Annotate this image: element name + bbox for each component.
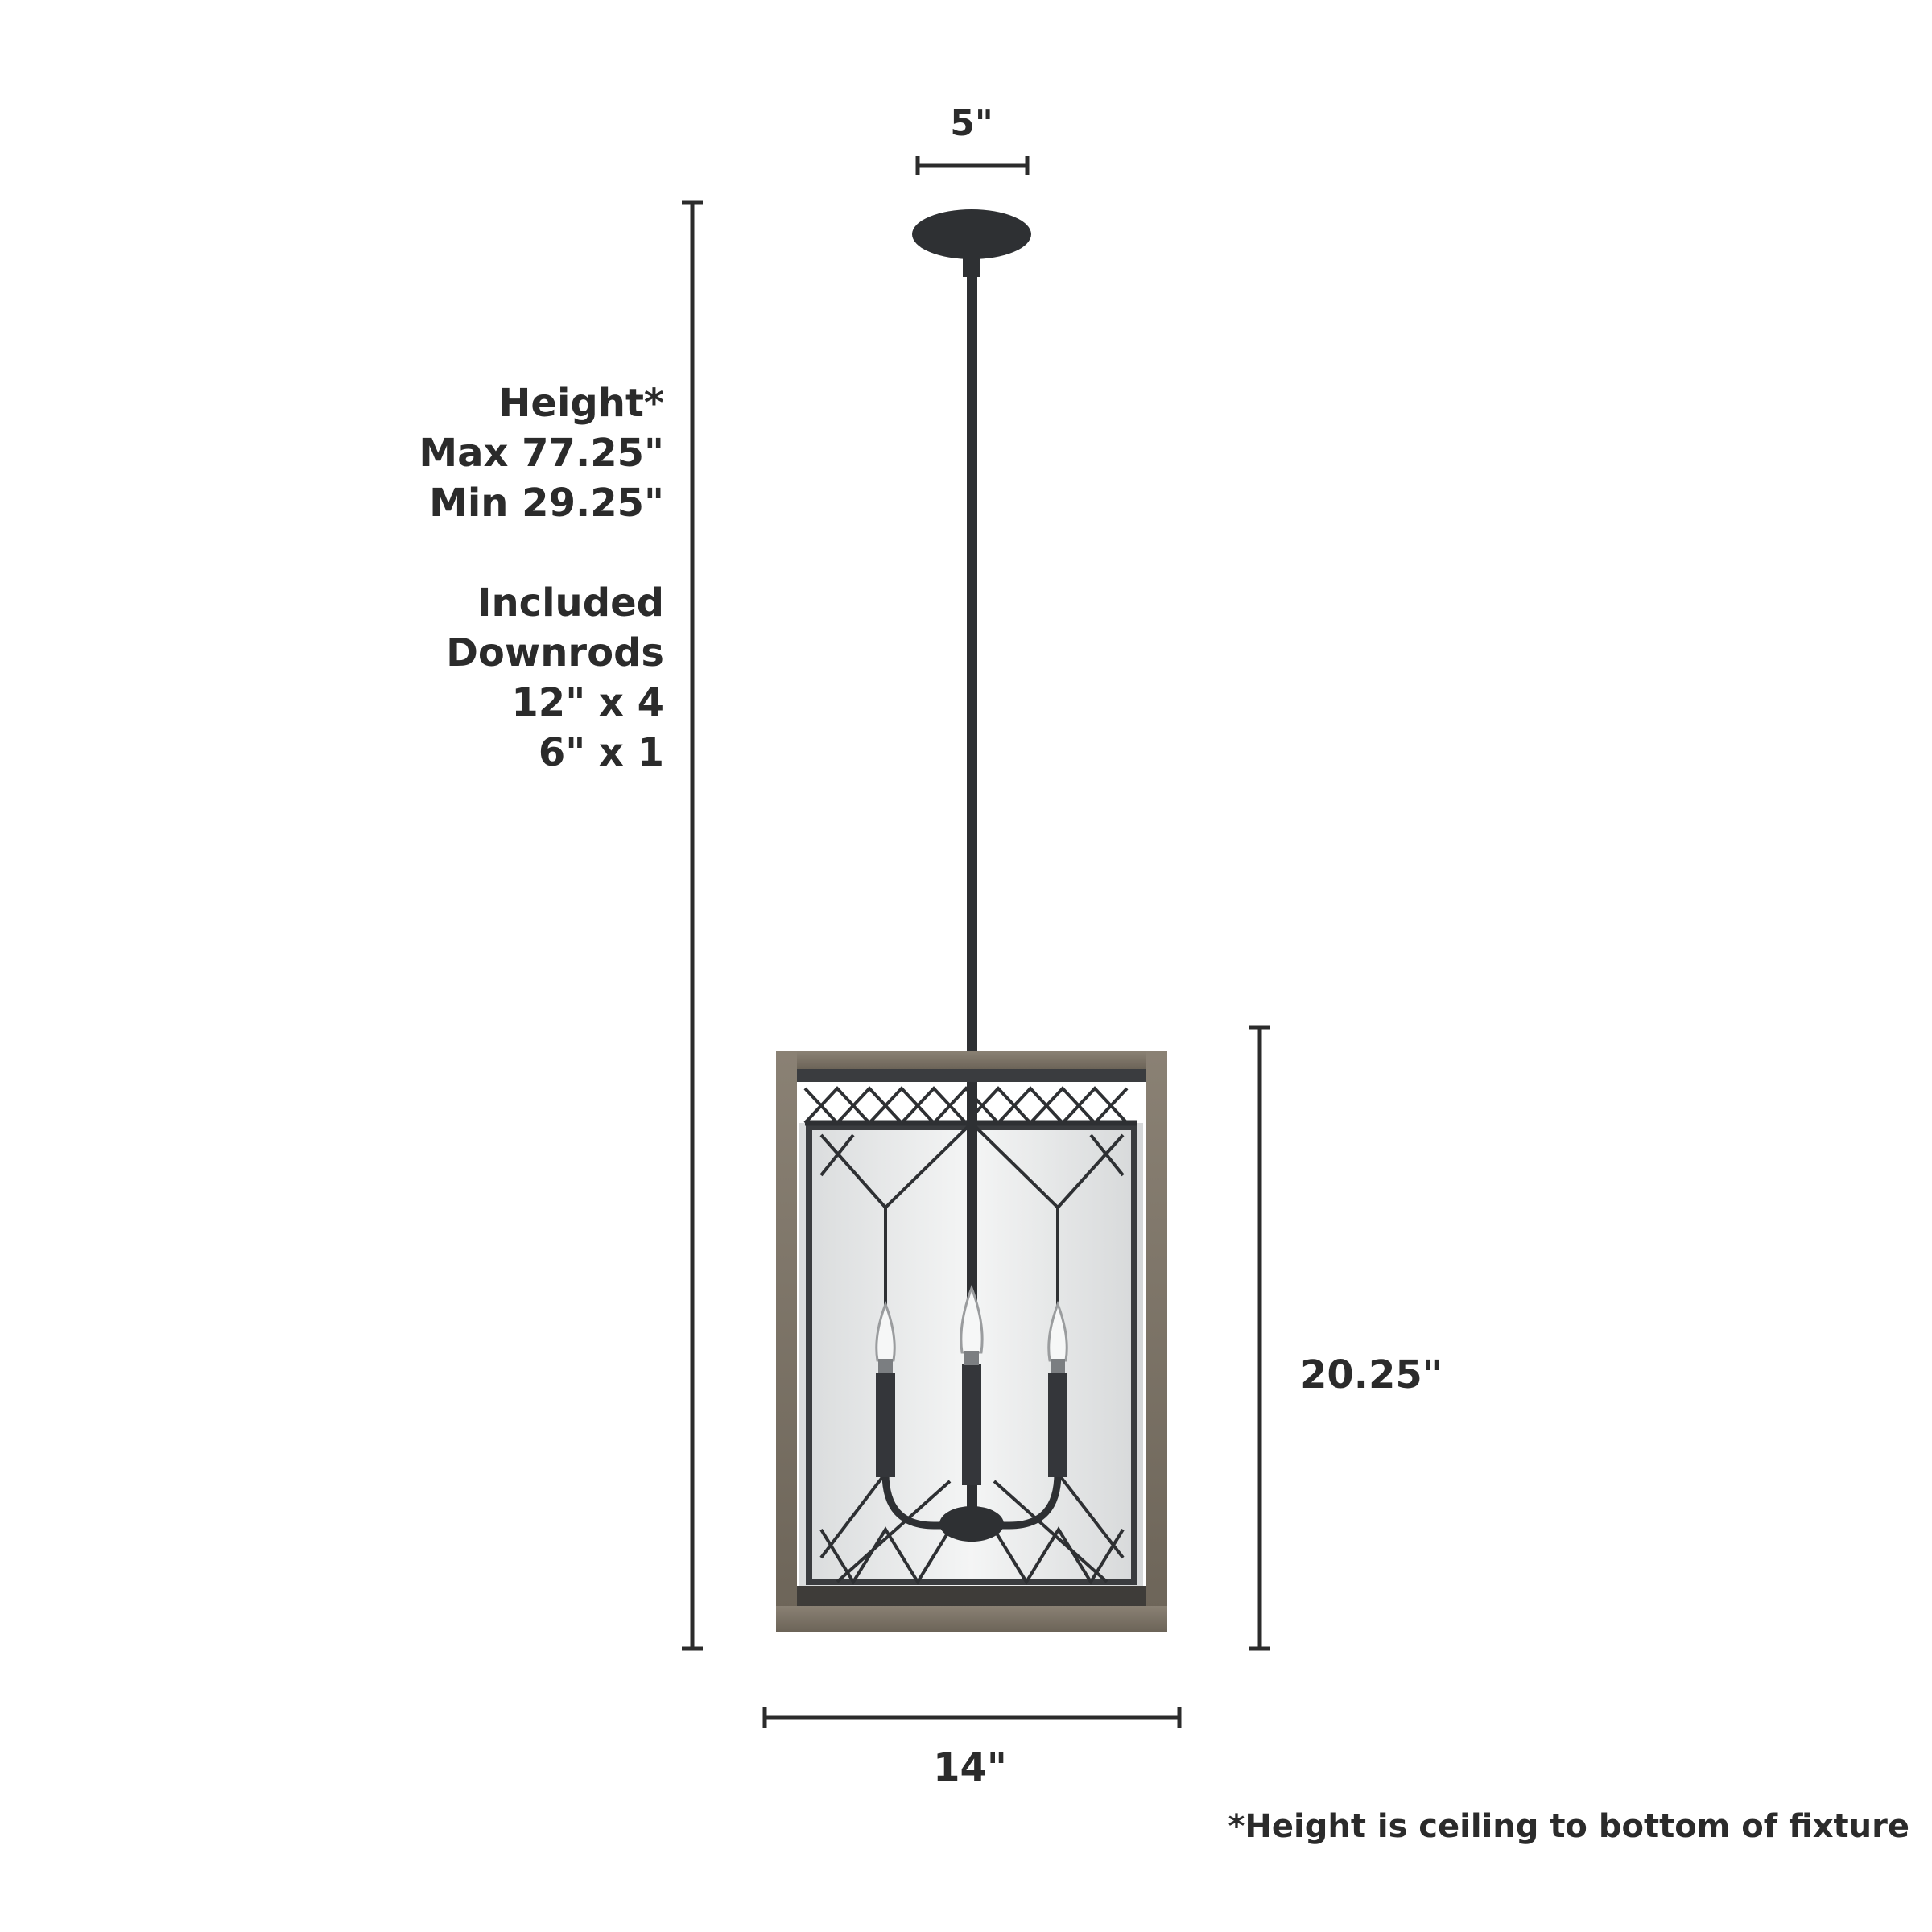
fixture-width-dimension-line	[762, 1707, 1182, 1728]
fixture-height-dimension-line	[1249, 1025, 1270, 1651]
arm-hub	[939, 1506, 1004, 1542]
downrods-title-line-1: Included	[477, 580, 664, 625]
height-title: Height*	[498, 381, 664, 426]
lantern-fixture	[776, 1051, 1167, 1632]
canopy-width-label: 5"	[950, 103, 993, 144]
iron-top-band	[797, 1069, 1146, 1082]
iron-bottom-band	[797, 1586, 1146, 1606]
height-max: Max 77.25"	[419, 431, 664, 476]
height-info-block: Height* Max 77.25" Min 29.25" Included D…	[419, 378, 664, 778]
canopy-width-dimension-line	[915, 156, 1030, 175]
wood-top-rail	[781, 1051, 1167, 1069]
wood-right-post	[1146, 1051, 1167, 1631]
downrod-12in: 12" x 4	[511, 680, 664, 725]
downrod-6in: 6" x 1	[538, 730, 664, 775]
canopy	[912, 209, 1031, 259]
height-min: Min 29.25"	[429, 481, 664, 526]
bulb-bases	[878, 1351, 1065, 1373]
wood-bottom-rail	[776, 1606, 1167, 1632]
wood-left-post	[776, 1051, 797, 1631]
candle-sleeves	[876, 1364, 1067, 1485]
spacer	[419, 528, 664, 578]
fixture-width-label: 14"	[933, 1745, 1007, 1790]
overall-height-dimension-line	[682, 200, 703, 1651]
downrod	[967, 274, 977, 1055]
wood-frame	[776, 1051, 1167, 1632]
downrods-title-line-2: Downrods	[446, 630, 664, 675]
canopy-and-downrod	[912, 209, 1031, 1055]
height-footnote: *Height is ceiling to bottom of fixture	[1228, 1808, 1909, 1845]
fixture-height-label: 20.25"	[1300, 1352, 1443, 1397]
dimension-lines	[682, 156, 1270, 1728]
canopy-neck	[963, 256, 980, 277]
